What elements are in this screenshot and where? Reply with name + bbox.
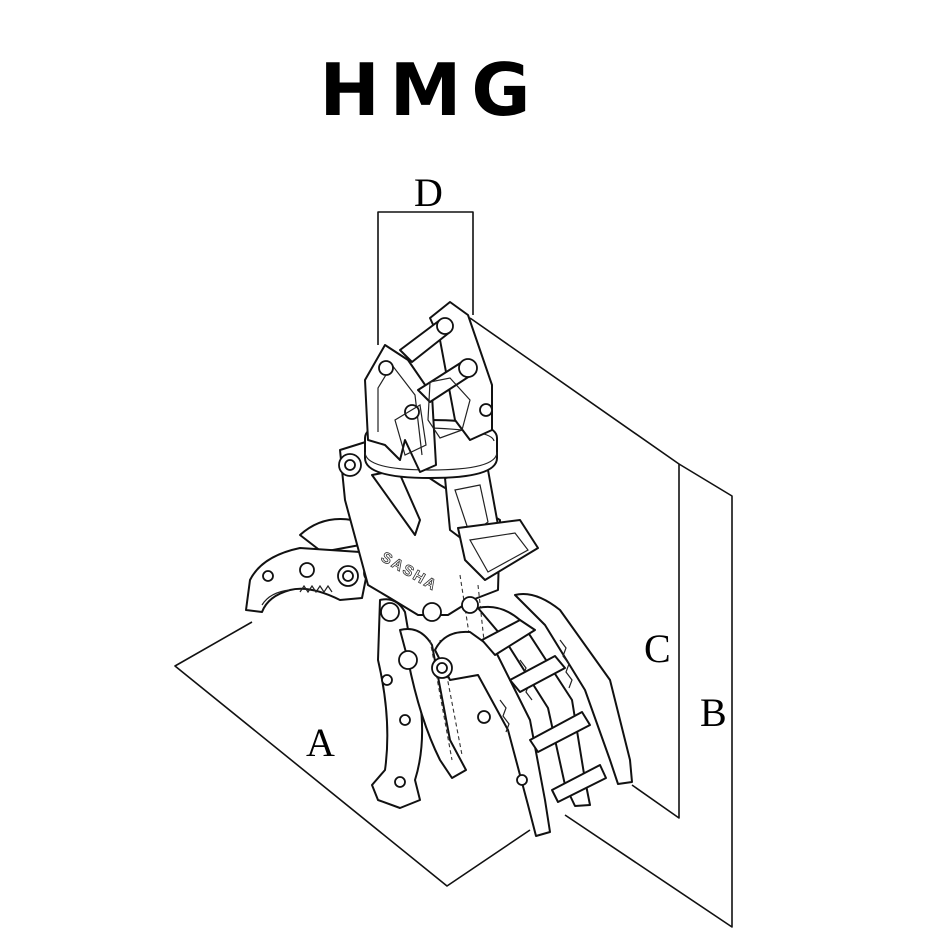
dimension-a-label: A — [306, 720, 335, 765]
dimension-a-line — [174, 621, 531, 887]
dimension-d-label: D — [414, 170, 443, 215]
dimension-d-line — [377, 211, 474, 345]
dimension-c-line — [469, 317, 680, 819]
top-hanger — [364, 301, 493, 473]
main-body: SASHA — [338, 439, 539, 651]
dimension-b-line — [564, 463, 733, 928]
dimension-lines — [174, 211, 733, 928]
front-jaw — [431, 593, 633, 837]
dimension-c-label: C — [644, 626, 671, 671]
page-title: HMG — [319, 48, 541, 132]
rear-jaw — [371, 598, 467, 809]
left-jaw — [245, 518, 383, 613]
dimension-b-label: B — [700, 690, 727, 735]
